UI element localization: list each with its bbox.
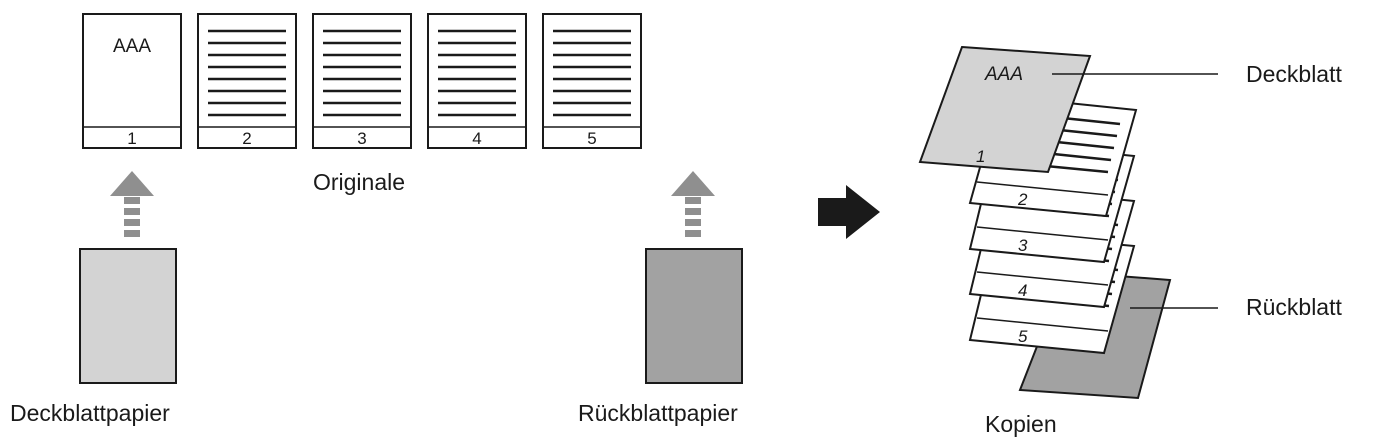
back-feed-arrow-icon xyxy=(671,171,715,237)
originals-label: Originale xyxy=(313,169,405,195)
back-callout-label: Rückblatt xyxy=(1246,294,1342,320)
original-page-5: 5 xyxy=(542,13,642,149)
back-paper-sheet xyxy=(645,248,743,384)
original-page-number: 4 xyxy=(472,129,481,148)
copies-page-number: 3 xyxy=(1018,236,1028,255)
original-page-number: 5 xyxy=(587,129,596,148)
original-page-number: 1 xyxy=(127,129,136,148)
copies-page-number: 4 xyxy=(1018,281,1027,300)
copies-page-number: 1 xyxy=(976,147,985,166)
cover-feed-arrow-icon xyxy=(110,171,154,237)
cover-paper-sheet xyxy=(79,248,177,384)
original-page-1: AAA 1 xyxy=(82,13,182,149)
copies-page-number: 5 xyxy=(1018,327,1028,346)
copies-cover-text: AAA xyxy=(984,64,1023,85)
cover-paper-label: Deckblattpapier xyxy=(10,400,170,426)
cover-callout-label: Deckblatt xyxy=(1246,61,1342,87)
copies-label: Kopien xyxy=(985,411,1057,437)
original-page-number: 2 xyxy=(242,129,251,148)
original-page-4: 4 xyxy=(427,13,527,149)
original-page-number: 3 xyxy=(357,129,366,148)
original-page-3: 3 xyxy=(312,13,412,149)
copies-page-number: 2 xyxy=(1017,190,1028,209)
copies-cover-sheet: AAA 1 xyxy=(918,45,1092,174)
result-arrow-icon xyxy=(818,185,880,239)
original-cover-text: AAA xyxy=(113,36,151,57)
original-page-2: 2 xyxy=(197,13,297,149)
back-paper-label: Rückblattpapier xyxy=(578,400,738,426)
